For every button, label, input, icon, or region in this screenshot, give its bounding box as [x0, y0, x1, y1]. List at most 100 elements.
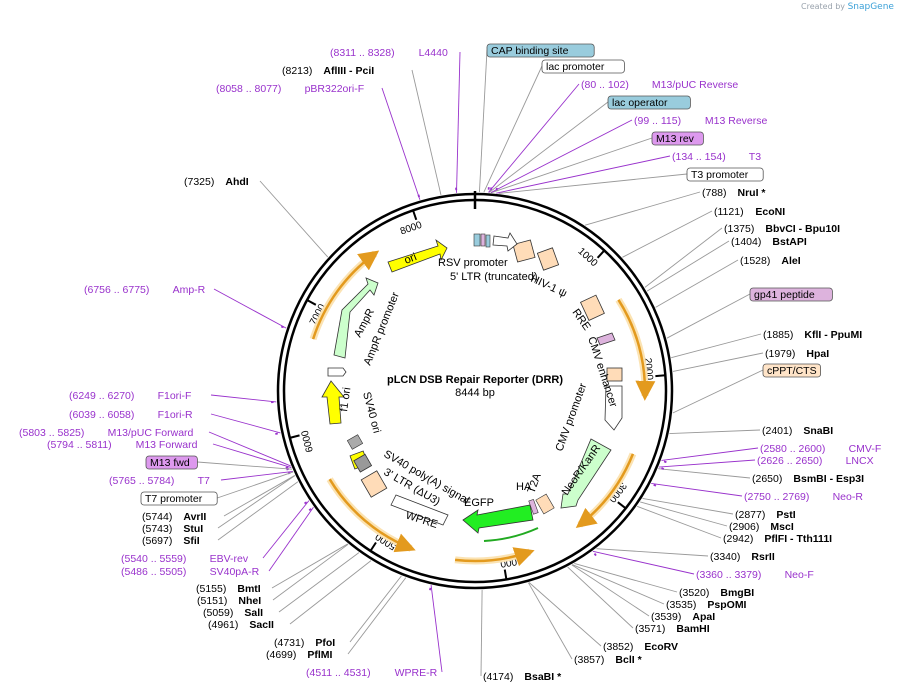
leader-line — [347, 577, 407, 655]
primer-mark — [663, 460, 667, 464]
label-name: Neo-F — [785, 569, 814, 581]
tick-mark — [655, 374, 666, 378]
label-number: (3571) — [635, 623, 665, 635]
label-number: (134 .. 154) — [672, 151, 726, 163]
label-nhei: (5151)NheI — [197, 595, 261, 607]
label-bcli-: (3857)BclI * — [574, 654, 643, 666]
label-pbr322ori-f: (8058 .. 8077) pBR322ori-F — [216, 83, 364, 95]
label-number: (99 .. 115) — [634, 115, 681, 127]
leader-line — [262, 500, 310, 559]
label-rsrii: (3340)RsrII — [710, 551, 775, 563]
label-m13-puc-forward: (5803 .. 5825)M13/pUC Forward — [19, 427, 194, 439]
label-name: PflMI — [307, 649, 332, 661]
label-ahdi: (7325)AhdI — [184, 176, 249, 188]
leader-line — [268, 506, 314, 572]
primer-mark — [285, 466, 289, 469]
tick-label: 1000 — [576, 246, 600, 269]
label-name: M13/pUC Forward — [108, 427, 194, 439]
label-number: (4961) — [208, 619, 238, 631]
label-avrii: (5744)AvrII — [142, 511, 206, 523]
orange-arc — [311, 250, 380, 340]
label-number: (6039 .. 6058) — [69, 409, 134, 421]
egfp-arc — [483, 527, 539, 542]
label-number: (3535) — [666, 599, 696, 611]
label-text: lac operator — [612, 97, 668, 109]
leader-line — [488, 101, 609, 193]
label-number: (6756 .. 6775) — [84, 284, 149, 296]
label-name: F1ori-R — [158, 409, 193, 421]
label-lac-promoter: lac promoter — [541, 59, 625, 74]
leader-line — [289, 560, 372, 625]
label-name: BmgBI — [720, 587, 754, 599]
label-number: (8058 .. 8077) — [216, 83, 281, 95]
primer-mark — [593, 553, 597, 557]
label-text: M13 fwd — [150, 457, 190, 469]
label-name: SalI — [244, 607, 263, 619]
label-name: BclI * — [615, 654, 642, 666]
leader-line — [490, 119, 633, 194]
label-name: M13 Reverse — [705, 115, 768, 127]
orange-arc — [328, 478, 416, 553]
tick-mark — [369, 541, 377, 552]
label-number: (5540 .. 5559) — [121, 553, 186, 565]
label-m13-fwd: M13 fwd — [145, 455, 198, 470]
label-name: CMV-F — [849, 443, 882, 455]
label-box — [651, 131, 704, 146]
tick-mark — [306, 299, 317, 306]
label-name: WPRE-R — [395, 667, 438, 679]
label-hpai: (1979)HpaI — [765, 348, 829, 360]
label-number: (2906) — [729, 521, 759, 533]
label-box — [749, 287, 833, 302]
label-number: (5697) — [142, 535, 172, 547]
label-l4440: (8311 .. 8328)L4440 — [330, 47, 448, 59]
label-name: NruI * — [738, 187, 767, 199]
label-number: (1404) — [731, 236, 761, 248]
leader-line — [488, 83, 580, 193]
label-name: LNCX — [846, 455, 874, 467]
label-box — [541, 59, 625, 74]
leader-line — [528, 582, 602, 647]
label-box — [762, 363, 821, 378]
label-pfoi: (4731)PfoI — [274, 637, 335, 649]
feature-f1-ori: f1 ori — [338, 387, 353, 413]
t2a-feature — [535, 493, 555, 515]
feature-hiv-psi: HIV-1 ψ — [529, 273, 569, 300]
leader-line — [572, 564, 665, 605]
label-number: (3539) — [651, 611, 681, 623]
label-number: (4731) — [274, 637, 304, 649]
label-f1ori-f: (6249 .. 6270)F1ori-F — [69, 390, 191, 402]
primer-mark — [417, 194, 421, 198]
label-number: (3520) — [679, 587, 709, 599]
label-lac-operator: lac operator — [607, 95, 691, 110]
label-number: (3852) — [603, 641, 633, 653]
label-cap-binding-site: CAP binding site — [486, 43, 595, 58]
label-name: pBR322ori-F — [305, 83, 365, 95]
cap-box — [473, 233, 481, 247]
label-alei: (1528)AleI — [740, 255, 801, 267]
label-number: (5744) — [142, 511, 172, 523]
feature-egfp: EGFP — [464, 497, 494, 509]
label-neo-r: (2750 .. 2769)Neo-R — [744, 491, 863, 503]
label-name: BbvCI - Bpu10I — [765, 223, 840, 235]
leader-line — [642, 497, 734, 515]
leader-line — [646, 240, 730, 292]
label-name: HpaI — [806, 348, 829, 360]
ori-feature — [387, 238, 448, 273]
label-text: CAP binding site — [491, 45, 569, 57]
leader-line — [430, 585, 443, 673]
label-t3-promoter: T3 promoter — [686, 167, 764, 182]
leader-line — [655, 259, 739, 308]
label-m13-rev: M13 rev — [651, 131, 704, 146]
feature-rsv-promoter: RSV promoter — [438, 257, 508, 269]
leader-line — [212, 443, 292, 469]
label-number: (4699) — [266, 649, 296, 661]
label-name: AleI — [781, 255, 800, 267]
label-nrui-: (788)NruI * — [702, 187, 766, 199]
tick-label: 8000 — [399, 220, 424, 238]
label-number: (2650) — [752, 473, 782, 485]
primer-mark — [308, 508, 312, 512]
lacop-box — [485, 234, 491, 248]
label-kfli-ppumi: (1885)KflI - PpuMI — [763, 329, 862, 341]
leader-line — [574, 563, 678, 593]
label-number: (2750 .. 2769) — [744, 491, 809, 503]
